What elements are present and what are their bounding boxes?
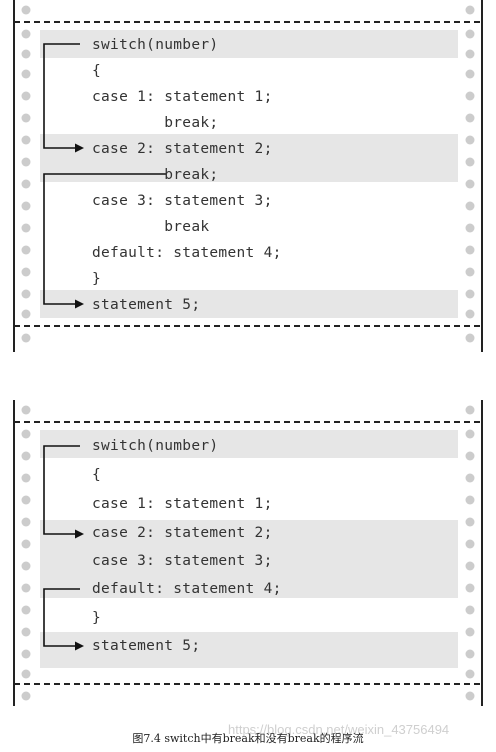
diagram-without-break: switch(number) { case 1: statement 1; ca… xyxy=(0,400,496,710)
flow-arrow-switch-to-case2 xyxy=(43,445,80,535)
figure-caption: 图7.4 switch中有break和没有break的程序流 xyxy=(132,732,364,745)
highlight-band xyxy=(40,430,458,458)
highlight-band xyxy=(40,290,458,318)
code-line: } xyxy=(92,610,102,626)
code-line: case 1: statement 1; xyxy=(92,89,273,105)
code-line: switch(number) xyxy=(92,438,219,454)
code-line: default: statement 4; xyxy=(92,581,282,597)
code-line: break xyxy=(92,219,210,235)
feed-holes-right xyxy=(465,405,475,701)
highlight-band xyxy=(40,632,458,668)
code-line: } xyxy=(92,271,102,287)
diagram-frame xyxy=(13,0,483,352)
code-line: case 3: statement 3; xyxy=(92,193,273,209)
code-line: case 3: statement 3; xyxy=(92,553,273,569)
feed-holes-right xyxy=(465,5,475,343)
flow-arrows xyxy=(43,445,80,647)
code-line: { xyxy=(92,467,102,483)
code-line: switch(number) xyxy=(92,37,219,53)
flow-arrow-break-to-statement5 xyxy=(43,173,166,305)
diagram-with-break: switch(number) { case 1: statement 1; br… xyxy=(0,0,496,360)
code-line: statement 5; xyxy=(92,297,201,313)
feed-holes-left xyxy=(21,5,31,343)
highlight-band xyxy=(40,30,458,58)
code-line: break; xyxy=(92,167,219,183)
flow-arrow-switch-to-case2 xyxy=(43,43,80,149)
watermark: https://blog.csdn.net/weixin_43756494 xyxy=(228,722,450,737)
code-line: case 1: statement 1; xyxy=(92,496,273,512)
highlight-band xyxy=(40,520,458,598)
diagram-frame xyxy=(13,400,483,706)
code-line: case 2: statement 2; xyxy=(92,525,273,541)
flow-arrow-default-to-statement5 xyxy=(43,588,80,647)
code-line: break; xyxy=(92,115,219,131)
code-line: default: statement 4; xyxy=(92,245,282,261)
flow-arrows xyxy=(43,43,166,305)
code-line: { xyxy=(92,63,102,79)
feed-holes-left xyxy=(21,405,31,701)
code-line: case 2: statement 2; xyxy=(92,141,273,157)
code-line: statement 5; xyxy=(92,638,201,654)
